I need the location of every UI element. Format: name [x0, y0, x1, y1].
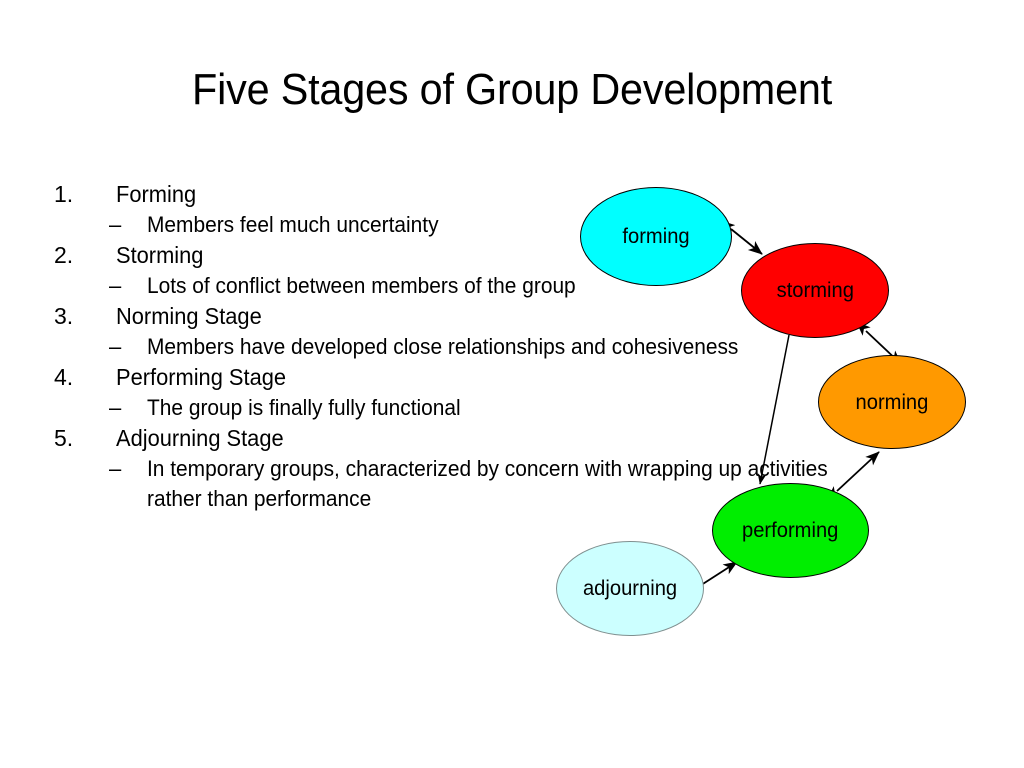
outline-number-1: 1.	[54, 181, 74, 207]
connector-storming-performing	[757, 334, 790, 485]
page-title: Five Stages of Group Development	[192, 65, 832, 114]
stage-node-forming[interactable]: forming	[580, 187, 732, 286]
outline-dash-1: –	[109, 212, 122, 237]
stage-node-norming[interactable]: norming	[818, 355, 966, 449]
outline-subitem-5: – In temporary groups, characterized by …	[54, 454, 887, 514]
stage-label-adjourning: adjourning	[582, 577, 678, 600]
outline-subtext-4: The group is finally fully functional	[147, 395, 461, 420]
outline-label-3: Norming Stage	[116, 303, 262, 329]
outline-dash-3: –	[109, 334, 122, 359]
outline-dash-2: –	[109, 273, 122, 298]
outline-dash-5: –	[109, 456, 122, 481]
connector-forming-storming	[720, 220, 763, 255]
connector-norming-performing	[827, 451, 880, 501]
stage-label-forming: forming	[622, 225, 690, 248]
outline-subtext-1: Members feel much uncertainty	[147, 212, 439, 237]
outline-item-2: 2. Storming	[54, 240, 954, 271]
outline-label-2: Storming	[116, 242, 204, 268]
outline-label-5: Adjourning Stage	[116, 425, 284, 451]
outline-item-5: 5. Adjourning Stage	[54, 423, 954, 454]
outline-dash-4: –	[109, 395, 122, 420]
outline-item-1: 1. Forming	[54, 179, 954, 210]
outline-subtext-5: In temporary groups, characterized by co…	[147, 456, 828, 511]
stage-label-performing: performing	[742, 519, 839, 542]
outline-number-4: 4.	[54, 364, 74, 390]
stage-label-storming: storming	[776, 279, 854, 302]
outline-subitem-2: – Lots of conflict between members of th…	[54, 271, 947, 301]
outline-item-3: 3. Norming Stage	[54, 301, 954, 332]
stage-node-storming[interactable]: storming	[741, 243, 889, 338]
outline-label-4: Performing Stage	[116, 364, 287, 390]
stage-node-adjourning[interactable]: adjourning	[556, 541, 704, 636]
outline-subtext-3: Members have developed close relationshi…	[147, 334, 739, 359]
outline-subitem-3: – Members have developed close relations…	[54, 332, 947, 362]
outline-number-3: 3.	[54, 303, 74, 329]
outline-item-4: 4. Performing Stage	[54, 362, 954, 393]
outline-number-5: 5.	[54, 425, 74, 451]
outline-subtext-2: Lots of conflict between members of the …	[147, 273, 576, 298]
stage-label-norming: norming	[855, 390, 929, 414]
stage-node-performing[interactable]: performing	[712, 483, 869, 578]
outline-label-1: Forming	[116, 181, 197, 207]
outline-subitem-4: – The group is finally fully functional	[54, 393, 947, 423]
outline-list: 1. Forming – Members feel much uncertain…	[54, 179, 954, 514]
outline-subitem-1: – Members feel much uncertainty	[54, 210, 947, 240]
outline-number-2: 2.	[54, 242, 74, 268]
